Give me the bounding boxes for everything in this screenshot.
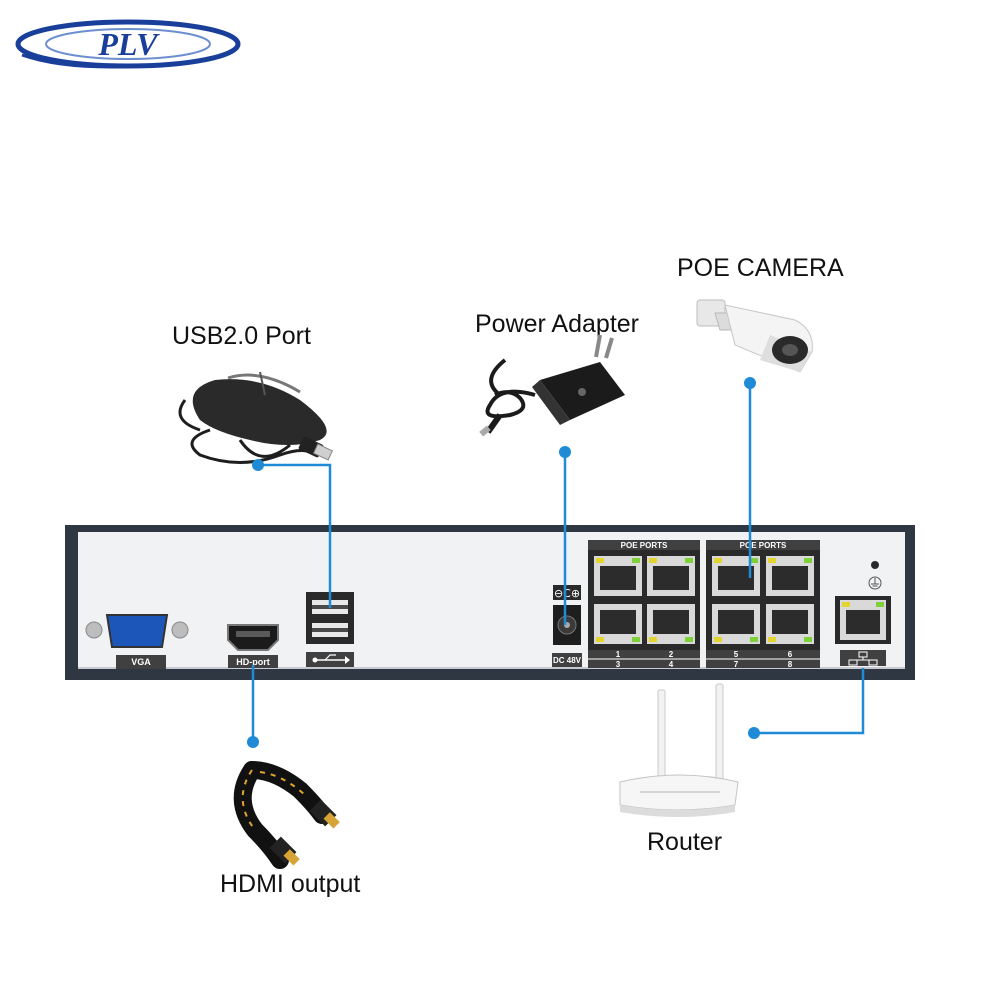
callout-router-label: Router: [647, 828, 723, 856]
dc-voltage-label: DC 48V: [553, 656, 582, 665]
port-number-6: 6: [788, 650, 793, 659]
connector-dots: [247, 377, 760, 748]
poe-camera-icon: [696, 299, 813, 373]
usb-connector-dot: [252, 459, 264, 471]
port-number-3: 3: [616, 660, 621, 669]
poe-group-left-label: POE PORTS: [621, 541, 668, 550]
router-connector-dot: [748, 727, 760, 739]
hdmi-port: HD-port: [227, 624, 279, 668]
hdmi-cable-icon: [233, 761, 340, 869]
poe-group-right-label: POE PORTS: [740, 541, 787, 550]
lan-port: [835, 561, 891, 666]
dc-power-jack: ⊖C⊕ DC 48V: [552, 585, 582, 667]
router-connector-line: [754, 668, 865, 735]
network-symbol-icon: [848, 651, 878, 666]
callout-usb-label: USB2.0 Port: [172, 322, 311, 350]
vga-label: VGA: [131, 657, 151, 667]
power-adapter-icon: [479, 334, 625, 437]
rj45-port-3: [594, 604, 642, 644]
rj45-port-4: [647, 604, 695, 644]
router-icon: [619, 683, 739, 817]
connector-lines: [251, 383, 865, 742]
logo-swoosh-tail: [21, 53, 161, 69]
power-connector-dot: [559, 446, 571, 458]
logo-swoosh-inner: [45, 28, 211, 60]
port-number-5: 5: [734, 650, 739, 659]
callout-hdmi-label: HDMI output: [220, 870, 361, 898]
port-number-7: 7: [734, 660, 739, 669]
rj45-port-6: [766, 556, 814, 596]
callout-camera-label: POE CAMERA: [677, 254, 844, 282]
usb-connector-line: [258, 463, 332, 608]
dc-polarity-icon: ⊖C⊕: [554, 587, 580, 600]
port-number-1: 1: [616, 650, 621, 659]
rj45-port-8: [766, 604, 814, 644]
port-number-4: 4: [669, 660, 674, 669]
logo-text: PLV: [97, 26, 160, 62]
usb-symbol-icon: [312, 654, 350, 664]
vga-port: VGA: [85, 614, 189, 669]
rj45-port-7: [712, 604, 760, 644]
brand-logo: PLV: [15, 19, 241, 69]
hdmi-connector-dot: [247, 736, 259, 748]
rj45-port-5: [712, 556, 760, 596]
mouse-icon: [178, 371, 334, 464]
ground-icon: [868, 576, 882, 590]
port-number-2: 2: [669, 650, 674, 659]
rj45-port-1: [594, 556, 642, 596]
port-number-8: 8: [788, 660, 793, 669]
camera-connector-dot: [744, 377, 756, 389]
usb-ports: [306, 592, 354, 667]
poe-port-group-right: POE PORTS 5 6 7 8: [706, 540, 820, 669]
hdmi-port-label: HD-port: [236, 657, 270, 667]
poe-port-group-left: POE PORTS 1 2 3 4: [588, 540, 700, 669]
callout-power-label: Power Adapter: [475, 310, 639, 338]
rj45-port-2: [647, 556, 695, 596]
